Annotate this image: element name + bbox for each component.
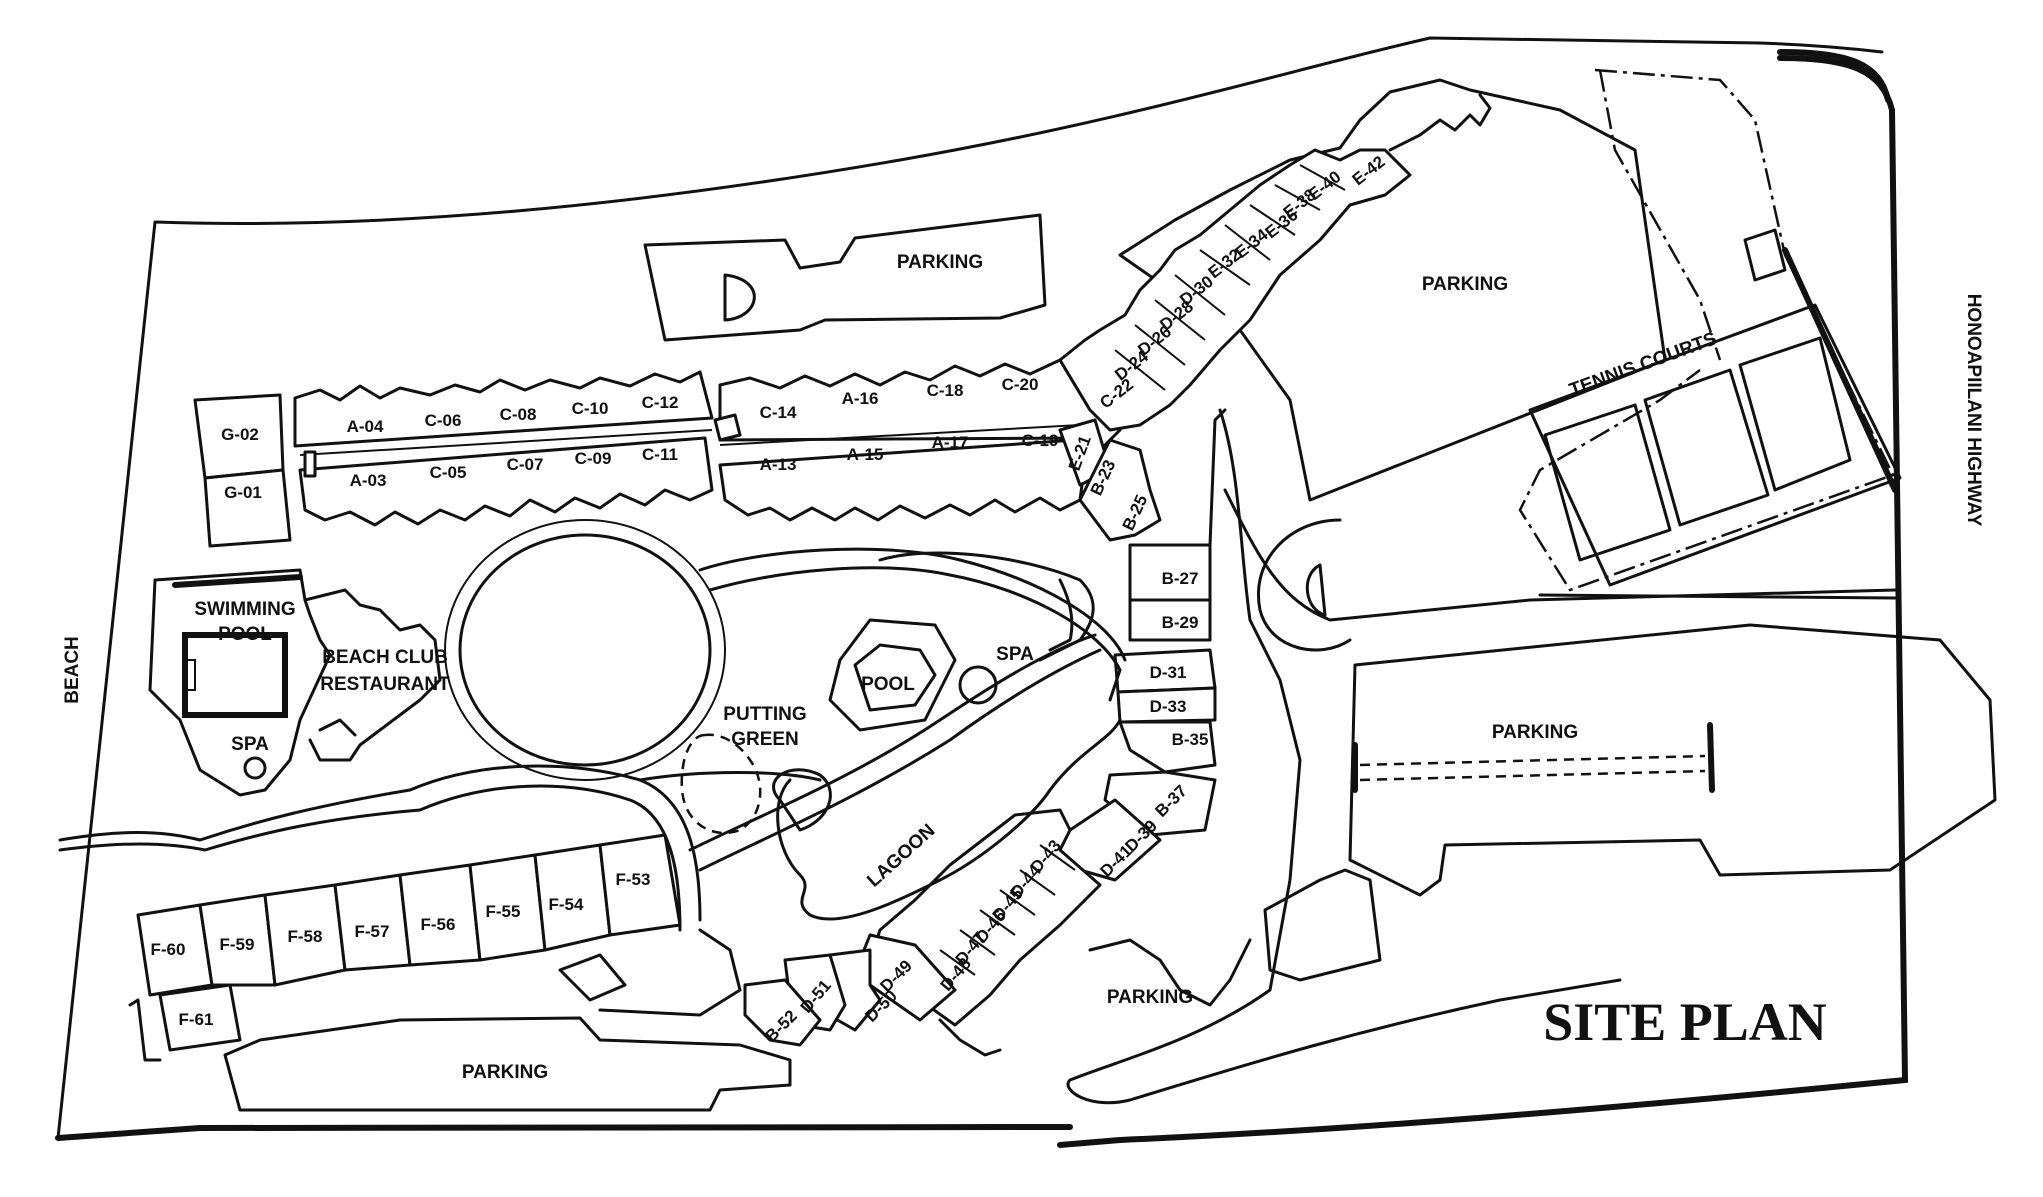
- label-pool-center: POOL: [861, 674, 915, 695]
- unit-label: C-08: [500, 405, 537, 424]
- unit-label: C-06: [425, 411, 462, 430]
- access-road-2: [1538, 593, 1897, 600]
- unit-label: F-59: [220, 935, 255, 954]
- unit-label: C-12: [642, 393, 679, 412]
- label-green: GREEN: [731, 729, 799, 750]
- building-row-d: [743, 808, 1102, 1057]
- beach-club-area: [148, 568, 442, 797]
- main-road: [1066, 408, 1622, 1105]
- building-row-a-c: [193, 358, 1122, 548]
- unit-label: F-58: [288, 927, 323, 946]
- unit-label: C-11: [642, 445, 678, 464]
- label-swimming: SWIMMING: [194, 599, 295, 620]
- building-row-f: [128, 833, 682, 1062]
- tennis-left-dashdot: [1598, 69, 1722, 361]
- page-title: SITE PLAN: [1543, 992, 1827, 1052]
- roundabout: [1257, 518, 1352, 652]
- tennis-area-boundary: [1518, 68, 1895, 592]
- unit-label: C-05: [430, 463, 467, 482]
- highway-edge: [1057, 55, 1909, 1148]
- label-lagoon: LAGOON: [863, 820, 939, 891]
- parking-right-median: [1352, 722, 1715, 793]
- unit-label: F-55: [486, 902, 521, 921]
- building-row-b-d: [1058, 408, 1227, 882]
- label-beach: BEACH: [62, 636, 83, 704]
- unit-label: F-54: [549, 895, 585, 914]
- building-row-e: [1058, 93, 1492, 432]
- unit-label: A-16: [842, 389, 879, 408]
- bottom-boundary: [55, 1124, 1073, 1141]
- unit-label: C-20: [1002, 375, 1039, 394]
- unit-label: A-15: [847, 445, 884, 464]
- label-spa-left: SPA: [231, 734, 269, 755]
- unit-label: A-17: [932, 433, 969, 452]
- unit-label: C-14: [760, 403, 797, 422]
- label-parking-bottom-mid: PARKING: [1107, 987, 1193, 1008]
- unit-label: C-10: [572, 399, 609, 418]
- roundabout-island: [1305, 563, 1327, 617]
- label-tennis-courts: TENNIS COURTS: [1567, 328, 1720, 401]
- unit-label: B-27: [1162, 569, 1199, 588]
- parking-top-lot: [643, 213, 1047, 342]
- unit-label: F-60: [151, 940, 186, 959]
- unit-label: A-03: [350, 471, 387, 490]
- parking-right-lot: [1348, 623, 1997, 897]
- unit-label: F-61: [179, 1010, 214, 1029]
- property-boundary: [56, 36, 1884, 1140]
- central-grounds: [58, 519, 1127, 1017]
- unit-label: A-13: [760, 455, 797, 474]
- tennis-courts: [1528, 228, 1902, 587]
- unit-label: D-31: [1150, 663, 1187, 682]
- unit-label: F-53: [616, 870, 651, 889]
- label-putting: PUTTING: [723, 704, 806, 725]
- label-parking-top: PARKING: [897, 252, 983, 273]
- unit-label: G-02: [221, 425, 259, 444]
- mid-parking-road: [1088, 938, 1252, 1007]
- unit-label: C-07: [507, 455, 544, 474]
- label-pool: POOL: [218, 624, 272, 645]
- unit-label: B-35: [1172, 730, 1209, 749]
- parking-top-island: [723, 273, 756, 322]
- parking-bottom-lot: [223, 1016, 792, 1112]
- unit-label: C-18: [927, 381, 964, 400]
- unit-label: D-33: [1150, 697, 1187, 716]
- unit-label: C-19: [1022, 431, 1059, 450]
- label-restaurant: RESTAURANT: [320, 674, 450, 695]
- label-highway: HONOAPIILANI HIGHWAY: [1963, 294, 1984, 527]
- label-beach-club: BEACH CLUB: [322, 647, 448, 668]
- top-boundary-thick: [1777, 49, 1891, 103]
- unit-label: C-09: [575, 449, 612, 468]
- unit-label: B-29: [1162, 613, 1199, 632]
- unit-label: G-01: [224, 483, 262, 502]
- unit-label: F-56: [421, 915, 456, 934]
- unit-label: F-57: [355, 922, 390, 941]
- unit-label: A-04: [347, 417, 384, 436]
- label-parking-top-right: PARKING: [1422, 274, 1508, 295]
- label-spa-center: SPA: [996, 644, 1034, 665]
- label-parking-bottom: PARKING: [462, 1062, 548, 1083]
- label-parking-right: PARKING: [1492, 722, 1578, 743]
- parking-bottom-right-lot: [1263, 868, 1382, 982]
- access-road: [1223, 488, 1897, 622]
